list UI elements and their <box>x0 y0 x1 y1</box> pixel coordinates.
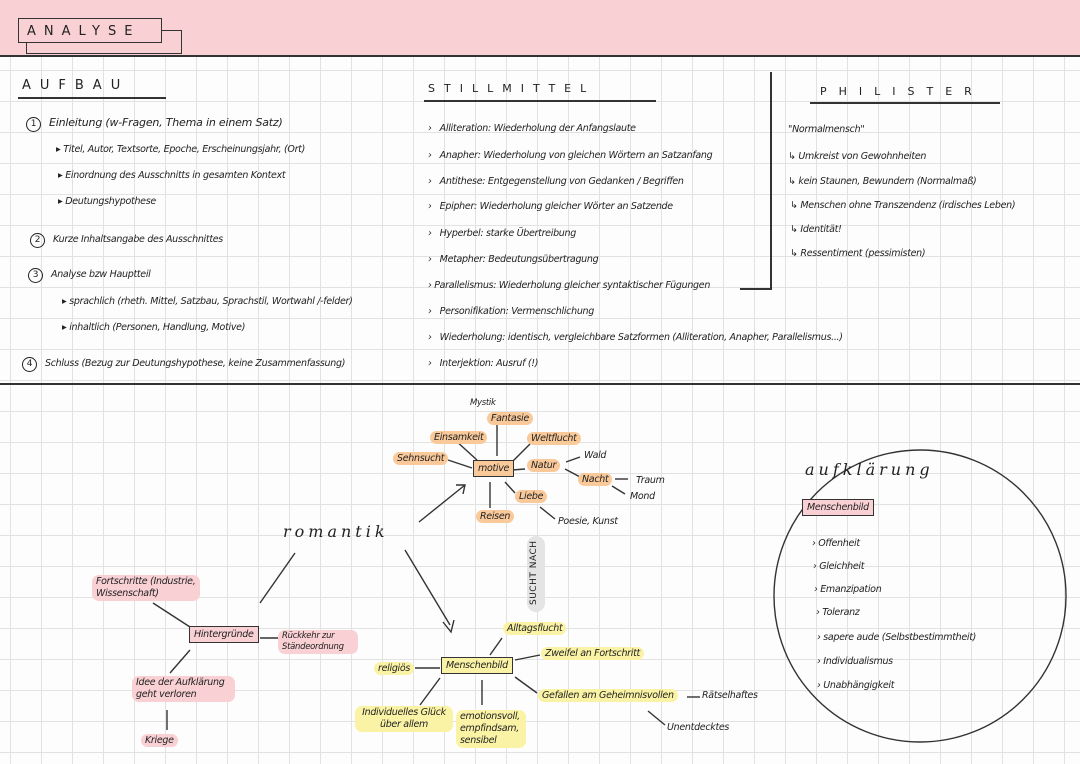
aufklaerung-item: › Gleichheit <box>813 561 865 572</box>
title-banner <box>0 0 1080 55</box>
philister-item: ↳ kein Staunen, Bewundern (Normalmaß) <box>788 176 977 187</box>
hintergrund-item: Rückkehr zur Ständeordnung <box>278 630 358 654</box>
aufklaerung-item: › Individualismus <box>817 656 893 667</box>
aufbau-subitem: ▸ inhaltlich (Personen, Handlung, Motive… <box>62 322 246 333</box>
stilmittel-item: › Epipher: Wiederholung gleicher Wörter … <box>428 201 673 212</box>
aufbau-subitem: ▸ Deutungshypothese <box>58 196 156 207</box>
romantik-heading: romantik <box>283 522 389 541</box>
menschenbild-item: emotionsvoll, empfindsam, sensibel <box>456 710 526 748</box>
philister-item: ↳ Menschen ohne Transzendenz (irdisches … <box>790 200 1016 211</box>
underline <box>424 100 656 102</box>
stilmittel-item: › Personifikation: Vermenschlichung <box>428 306 594 317</box>
motive-item: Fantasie <box>487 412 533 425</box>
motive-item: Traum <box>636 475 665 486</box>
aufklaerung-item: › Emanzipation <box>814 584 882 595</box>
motive-item: Sehnsucht <box>393 452 449 465</box>
motive-item: Einsamkeit <box>430 431 488 444</box>
menschenbild-item: religiös <box>374 662 415 675</box>
philister-heading: PHILISTER <box>820 85 984 98</box>
stilmittel-item: › Parallelismus: Wiederholung gleicher s… <box>428 280 711 291</box>
underline <box>18 97 166 99</box>
sucht-nach-label-bg <box>527 536 545 612</box>
menschenbild-item: Gefallen am Geheimnisvollen <box>538 689 678 702</box>
motive-item: Nacht <box>578 473 613 486</box>
aufbau-subitem: ▸ Einordnung des Ausschnitts in gesamten… <box>58 170 286 181</box>
motive-item: Wald <box>584 450 607 461</box>
aufbau-heading: AUFBAU <box>22 78 130 93</box>
underline <box>810 102 1000 104</box>
philister-item: ↳ Ressentiment (pessimisten) <box>790 248 926 259</box>
philister-item: ↳ Identität! <box>790 224 842 235</box>
menschenbild-item: Alltagsflucht <box>503 622 567 635</box>
aufklaerung-item: › Offenheit <box>812 538 860 549</box>
hintergrund-item: Kriege <box>141 734 178 747</box>
hintergrund-item: Idee der Aufklärung geht verloren <box>132 676 235 702</box>
motive-item: Weltflucht <box>527 432 581 445</box>
divider <box>770 72 772 290</box>
motive-box: motive <box>473 460 515 477</box>
menschenbild-item: Individuelles Glück über allem <box>355 706 453 732</box>
page-title: ANALYSE <box>18 18 162 43</box>
motive-item: Liebe <box>515 490 548 503</box>
philister-item: ↳ Umkreist von Gewohnheiten <box>788 151 927 162</box>
aufklaerung-item: › Unabhängigkeit <box>817 680 895 691</box>
hintergrund-item: Fortschritte (Industrie, Wissenschaft) <box>92 575 200 601</box>
stilmittel-item: › Wiederholung: identisch, vergleichbare… <box>428 332 843 343</box>
stilmittel-item: › Antithese: Entgegenstellung von Gedank… <box>428 176 684 187</box>
stilmittel-item: › Metapher: Bedeutungsübertragung <box>428 254 599 265</box>
hintergruende-box: Hintergründe <box>189 626 259 643</box>
motive-item: Poesie, Kunst <box>558 516 618 527</box>
stilmittel-item: › Anapher: Wiederholung von gleichen Wör… <box>428 150 713 161</box>
motive-item: Mond <box>630 491 655 502</box>
divider <box>0 55 1080 57</box>
motive-item: Mystik <box>470 398 496 408</box>
stilmittel-item: › Hyperbel: starke Übertreibung <box>428 228 576 239</box>
aufklaerung-item: › Toleranz <box>816 607 860 618</box>
aufklaerung-menschenbild-box: Menschenbild <box>802 499 874 516</box>
sucht-nach-label: SUCHT NACH <box>529 540 539 606</box>
stilmittel-item: › Alliteration: Wiederholung der Anfangs… <box>428 123 636 134</box>
aufbau-subitem: ▸ sprachlich (rheth. Mittel, Satzbau, Sp… <box>62 296 353 307</box>
menschenbild-item: Rätselhaftes <box>702 690 758 701</box>
aufklaerung-item: › sapere aude (Selbstbestimmtheit) <box>817 632 977 643</box>
philister-intro: "Normalmensch" <box>788 124 865 135</box>
motive-item: Natur <box>527 459 561 472</box>
menschenbild-box: Menschenbild <box>441 657 513 674</box>
menschenbild-item: Unentdecktes <box>667 722 730 733</box>
divider <box>0 383 1080 385</box>
aufbau-subitem: ▸ Titel, Autor, Textsorte, Epoche, Ersch… <box>56 144 306 155</box>
motive-item: Reisen <box>476 510 515 523</box>
stilmittel-heading: STILLMITTEL <box>428 82 596 95</box>
stilmittel-item: › Interjektion: Ausruf (!) <box>428 358 539 369</box>
aufklaerung-heading: aufklärung <box>805 460 934 479</box>
menschenbild-item: Zweifel an Fortschritt <box>541 647 644 660</box>
divider <box>740 288 771 290</box>
